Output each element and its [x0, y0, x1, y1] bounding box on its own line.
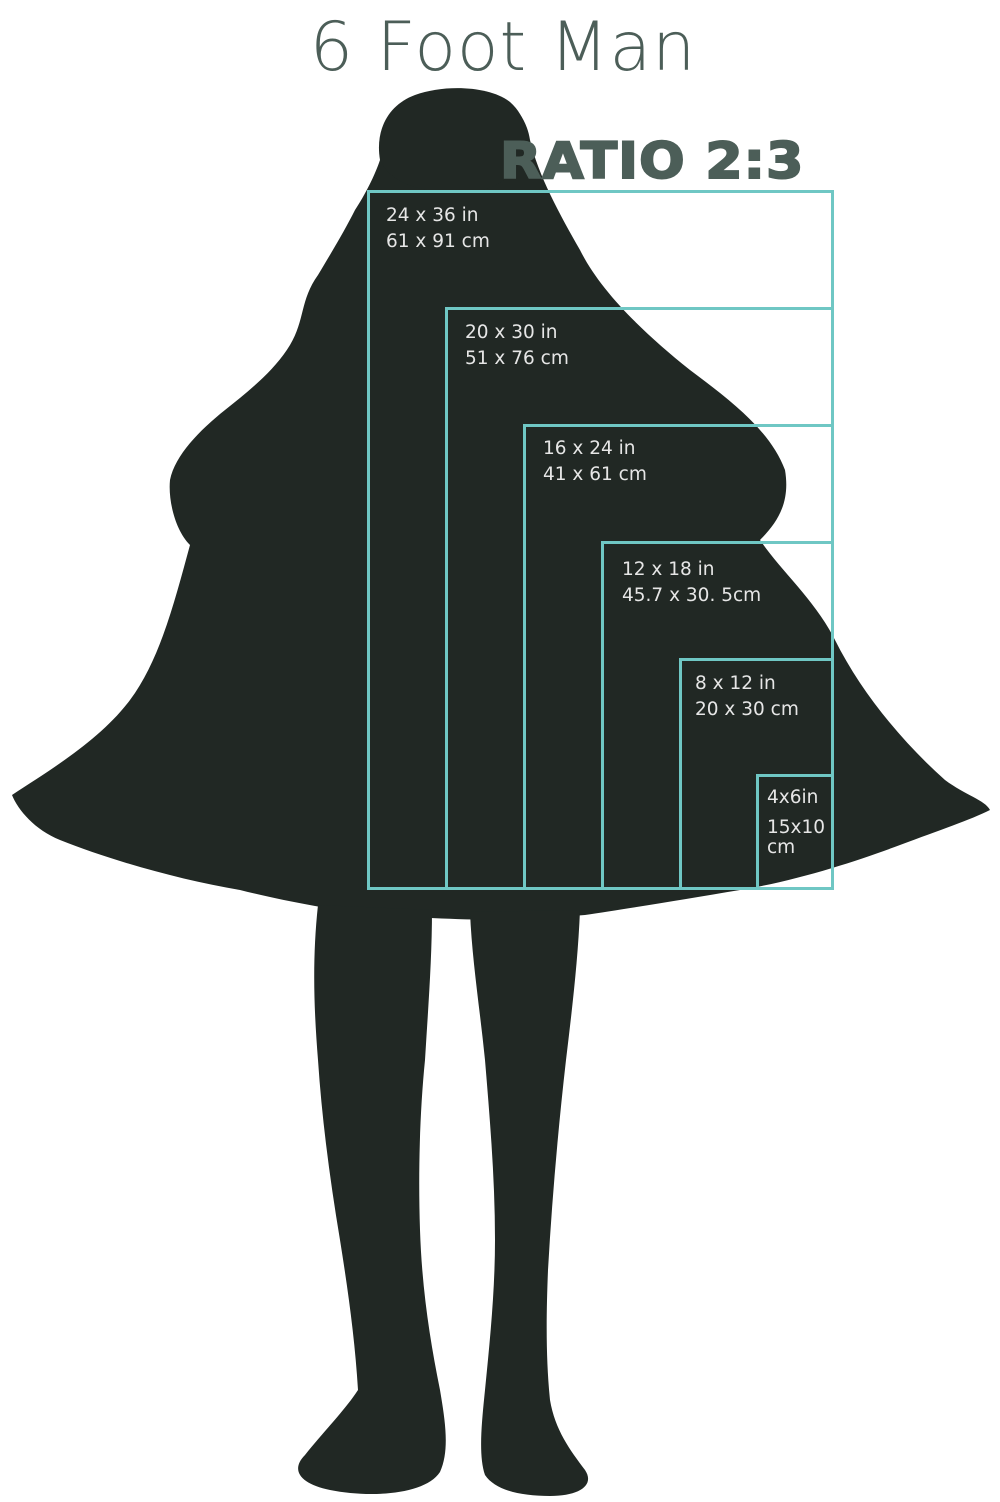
size-label-24x36: 24 x 36 in 61 x 91 cm — [386, 203, 490, 255]
size-label-16x24: 16 x 24 in 41 x 61 cm — [543, 436, 647, 488]
left-leg-shape — [298, 905, 446, 1495]
size-metric: 51 x 76 cm — [465, 348, 569, 369]
size-metric: 45.7 x 30. 5cm — [622, 585, 762, 606]
ratio-label: RATIO 2:3 — [499, 131, 805, 191]
page-title: 6 Foot Man — [309, 8, 697, 87]
size-imperial: 24 x 36 in — [386, 205, 479, 226]
size-label-4x6: 4x6in 15x10 cm — [767, 788, 825, 858]
size-imperial: 20 x 30 in — [465, 322, 558, 343]
size-metric: 61 x 91 cm — [386, 231, 490, 252]
size-imperial: 16 x 24 in — [543, 438, 636, 459]
right-leg-shape — [470, 910, 589, 1496]
size-imperial: 4x6in — [767, 787, 819, 808]
size-imperial: 8 x 12 in — [695, 673, 776, 694]
size-metric: 15x10 — [767, 817, 826, 838]
head-shape — [378, 88, 526, 194]
frame-4x6 — [756, 774, 834, 890]
size-metric: 41 x 61 cm — [543, 464, 647, 485]
size-imperial: 12 x 18 in — [622, 559, 715, 580]
size-label-12x18: 12 x 18 in 45.7 x 30. 5cm — [622, 557, 761, 609]
size-metric: 20 x 30 cm — [695, 699, 799, 720]
size-metric-unit: cm — [767, 837, 796, 858]
size-label-20x30: 20 x 30 in 51 x 76 cm — [465, 320, 569, 372]
coat-shape — [12, 89, 990, 921]
size-label-8x12: 8 x 12 in 20 x 30 cm — [695, 671, 799, 723]
